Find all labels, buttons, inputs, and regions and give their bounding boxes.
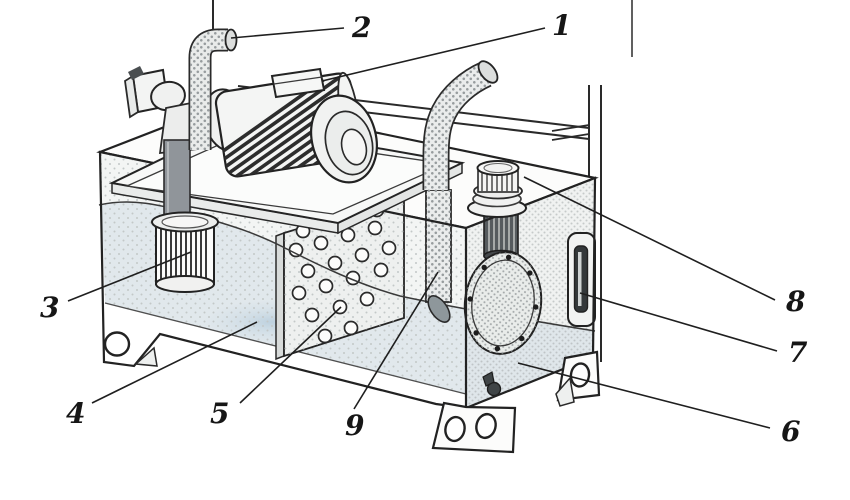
suction-line	[151, 139, 219, 293]
mounting-feet	[103, 331, 601, 454]
leader-5	[239, 306, 342, 404]
frame-crossbar	[551, 124, 590, 132]
foot-gusset-left	[134, 346, 158, 367]
callout-label-2: 2	[351, 11, 371, 44]
callout-label-5: 5	[210, 397, 229, 430]
foot-hole-fr-1	[444, 415, 466, 443]
return-pipe-end	[477, 60, 499, 84]
leader-2	[230, 27, 345, 39]
access-cover	[463, 251, 543, 355]
oil-level-sight-glass	[567, 232, 596, 327]
filler-breather-cap	[467, 160, 527, 218]
terminal-box-line	[273, 76, 323, 85]
pump-clamp	[128, 66, 144, 80]
leader-6	[517, 362, 771, 429]
motor-terminal-box	[270, 67, 326, 99]
frame-crossbar-2	[551, 133, 590, 141]
pressure-pipe-outlet	[224, 28, 238, 52]
callout-labels: 1 2 3 4 5 6 7 8 9	[40, 9, 808, 448]
callout-label-7: 7	[788, 336, 808, 369]
leader-4	[91, 321, 258, 404]
callout-label-1: 1	[552, 9, 571, 42]
sight-glass-highlight	[578, 252, 582, 306]
leader-7	[579, 292, 778, 352]
callout-label-9: 9	[345, 409, 364, 442]
tank-right-outline	[465, 176, 597, 410]
callout-label-3: 3	[40, 291, 59, 324]
leader-1	[321, 27, 546, 82]
pressure-pipe	[188, 28, 238, 150]
foot-hole-left	[103, 331, 131, 357]
return-pipe-cut-end	[427, 295, 451, 323]
callout-leaders	[67, 27, 778, 429]
return-pipe-upper	[422, 60, 499, 190]
foot-hole-fr-2	[475, 412, 497, 440]
leader-9	[353, 271, 439, 410]
tank-front-outline	[98, 150, 468, 410]
electric-motor	[124, 66, 378, 184]
suction-strainer	[151, 211, 219, 293]
baffle-holes	[288, 202, 397, 344]
motor-shaft-boss	[340, 128, 368, 166]
drain-plug	[482, 371, 502, 397]
foot-gusset-right	[555, 376, 575, 407]
callout-label-6: 6	[781, 415, 800, 448]
callout-label-4: 4	[66, 397, 85, 430]
access-cover-bolts	[467, 254, 539, 352]
pump-box-cap	[124, 74, 139, 119]
leader-8	[523, 176, 776, 301]
leader-3	[67, 251, 192, 302]
callout-label-8: 8	[785, 285, 805, 318]
